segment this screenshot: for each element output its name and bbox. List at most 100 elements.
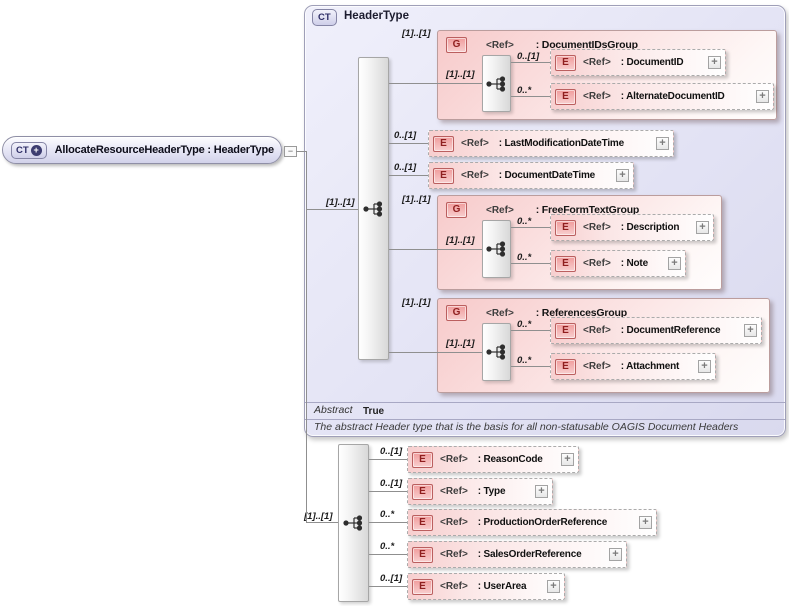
group-icon: G [446,305,467,321]
cardinality-label: [1]..[1] [326,197,355,208]
element-name: : Description [620,222,680,233]
expand-icon[interactable]: + [639,516,652,529]
expand-icon[interactable]: + [698,360,711,373]
sequence-compositor[interactable] [358,57,389,360]
type-annotation: The abstract Header type that is the bas… [314,421,739,433]
sequence-compositor[interactable] [338,444,369,602]
element-node-documentid[interactable]: E <Ref> : DocumentID + [550,49,726,76]
expand-icon[interactable]: + [535,485,548,498]
cardinality-label: [1]..[1] [446,69,475,80]
sequence-icon [485,344,505,360]
expand-icon[interactable]: + [756,90,769,103]
abstract-value: True [363,406,385,417]
element-name: : AlternateDocumentID [620,91,725,102]
collapse-toggle[interactable]: − [284,146,297,157]
expand-icon[interactable]: + [547,580,560,593]
group-icon: G [446,202,467,218]
element-node-documentreference[interactable]: E <Ref> : DocumentReference + [550,317,762,344]
cardinality-label: 0..* [517,355,532,366]
root-type-node[interactable]: CT+ AllocateResourceHeaderType : HeaderT… [2,136,282,164]
group-name: : FreeFormTextGroup [535,204,640,216]
sequence-icon [485,241,505,257]
element-icon: E [555,88,576,105]
group-icon: G [446,37,467,53]
headertype-title: HeaderType [344,10,409,22]
ref-label: <Ref> [440,549,468,560]
element-node-lastmodificationdatetime[interactable]: E <Ref> : LastModificationDateTime + [428,130,674,157]
element-name: : ReasonCode [477,454,543,465]
element-name: : DocumentReference [620,325,721,336]
element-icon: E [555,255,576,272]
element-name: : DocumentID [620,57,684,68]
ref-label: <Ref> [583,258,611,269]
element-node-productionorderreference[interactable]: E <Ref> : ProductionOrderReference + [407,509,657,536]
ref-label: <Ref> [486,307,514,319]
sequence-compositor[interactable] [482,220,511,278]
ref-label: <Ref> [440,486,468,497]
element-node-documentdatetime[interactable]: E <Ref> : DocumentDateTime + [428,162,634,189]
cardinality-label: 0..[1] [380,478,403,489]
element-node-type[interactable]: E <Ref> : Type + [407,478,553,505]
element-name: : Note [620,258,648,269]
ref-label: <Ref> [583,325,611,336]
expand-icon[interactable]: + [696,221,709,234]
group-name: : ReferencesGroup [535,307,627,319]
cardinality-label: [1]..[1] [402,194,431,205]
element-node-reasoncode[interactable]: E <Ref> : ReasonCode + [407,446,579,473]
derived-plus-icon: + [30,144,42,156]
cardinality-label: 0..* [380,509,395,520]
element-icon: E [412,578,433,595]
element-name: : SalesOrderReference [477,549,582,560]
ref-label: <Ref> [440,517,468,528]
expand-icon[interactable]: + [668,257,681,270]
ref-label: <Ref> [583,222,611,233]
expand-icon[interactable]: + [656,137,669,150]
cardinality-label: [1]..[1] [402,28,431,39]
sequence-compositor[interactable] [482,55,511,112]
element-icon: E [433,135,454,152]
sequence-compositor[interactable] [482,323,511,381]
expand-icon[interactable]: + [609,548,622,561]
element-node-userarea[interactable]: E <Ref> : UserArea + [407,573,565,600]
element-name: : LastModificationDateTime [498,138,624,149]
element-icon: E [555,54,576,71]
element-name: : Attachment [620,361,680,372]
element-node-salesorderreference[interactable]: E <Ref> : SalesOrderReference + [407,541,627,568]
cardinality-label: [1]..[1] [402,297,431,308]
element-name: : ProductionOrderReference [477,517,608,528]
divider [305,402,785,403]
element-icon: E [412,483,433,500]
element-node-note[interactable]: E <Ref> : Note + [550,250,686,277]
sequence-icon [342,515,362,531]
element-node-attachment[interactable]: E <Ref> : Attachment + [550,353,716,380]
element-name: : UserArea [477,581,527,592]
expand-icon[interactable]: + [744,324,757,337]
element-icon: E [555,358,576,375]
ref-label: <Ref> [461,170,489,181]
ref-label: <Ref> [486,39,514,51]
element-icon: E [555,322,576,339]
element-icon: E [433,167,454,184]
element-icon: E [412,514,433,531]
ref-label: <Ref> [583,57,611,68]
cardinality-label: 0..* [517,85,532,96]
ref-label: <Ref> [440,454,468,465]
element-name: : Type [477,486,506,497]
root-type-label: AllocateResourceHeaderType : HeaderType [54,144,274,156]
element-node-description[interactable]: E <Ref> : Description + [550,214,714,241]
element-icon: E [412,451,433,468]
ref-label: <Ref> [486,204,514,216]
sequence-icon [485,75,505,92]
cardinality-label: 0..* [380,541,395,552]
expand-icon[interactable]: + [616,169,629,182]
expand-icon[interactable]: + [708,56,721,69]
element-node-alternatedocumentid[interactable]: E <Ref> : AlternateDocumentID + [550,83,774,110]
cardinality-label: 0..* [517,252,532,263]
element-icon: E [555,219,576,236]
element-name: : DocumentDateTime [498,170,596,181]
complex-type-icon: CT+ [11,141,47,159]
abstract-label: Abstract [314,404,353,416]
element-icon: E [412,546,433,563]
cardinality-label: 0..[1] [394,162,417,173]
expand-icon[interactable]: + [561,453,574,466]
